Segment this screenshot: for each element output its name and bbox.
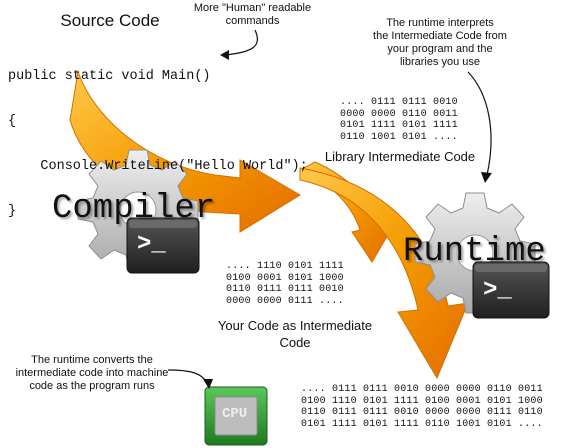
code-line: public static void Main() <box>8 69 211 84</box>
runtime-interprets-note: The runtime interprets the Intermediate … <box>373 17 507 68</box>
cpu-chip-icon <box>204 386 268 446</box>
compiler-prompt: >_ <box>137 231 166 258</box>
compile-arrow <box>69 70 301 233</box>
cpu-label: CPU <box>222 406 248 422</box>
runtime-terminal-icon <box>472 261 550 319</box>
compiler-label: Compiler <box>52 190 216 228</box>
your-il-binary: .... 1110 0101 1111 0100 0001 0101 1000 … <box>226 261 344 307</box>
runtime-label: Runtime <box>403 233 546 271</box>
runtime-prompt: >_ <box>483 277 512 304</box>
library-il-label: Library Intermediate Code <box>324 149 476 164</box>
code-line: } <box>8 204 17 219</box>
machine-code-binary: .... 0111 0111 0010 0000 0000 0110 0011 … <box>301 384 543 430</box>
human-readable-note: More "Human" readable commands <box>193 2 312 27</box>
human-note-pointer <box>224 29 259 56</box>
runtime-note-pointer <box>467 71 492 176</box>
source-code-block: public static void Main() { Console.Writ… <box>8 39 308 249</box>
code-line: Console.WriteLine("Hello World"); <box>8 159 308 174</box>
runtime-converts-note: The runtime converts the intermediate co… <box>15 354 169 392</box>
compiler-terminal-icon <box>126 217 200 274</box>
code-line: { <box>8 114 17 129</box>
source-code-title: Source Code <box>60 11 160 30</box>
your-il-label: Your Code as Intermediate Code <box>217 318 373 350</box>
library-il-binary: .... 0111 0111 0010 0000 0000 0110 0011 … <box>340 97 458 143</box>
